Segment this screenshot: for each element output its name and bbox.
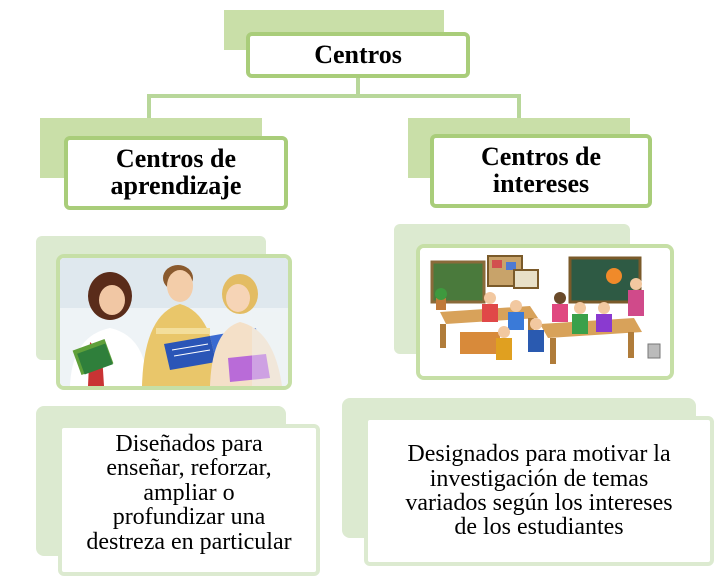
students-reading-photo-icon (60, 258, 288, 386)
connector-root-down (356, 78, 360, 96)
connector-left-down (147, 94, 151, 118)
right-description-text: Designados para motivar la investigación… (405, 441, 673, 541)
connector-horizontal (147, 94, 521, 98)
root-node: Centros (246, 32, 470, 78)
classroom-illustration-icon (420, 248, 670, 376)
left-description: Diseñados para enseñar, reforzar, amplia… (58, 424, 320, 576)
connector-right-down (517, 94, 521, 118)
students-reading-image (56, 254, 292, 390)
left-description-text: Diseñados para enseñar, reforzar, amplia… (86, 431, 292, 555)
root-node-label: Centros (314, 39, 402, 69)
right-branch-title-label: Centros de intereses (480, 142, 602, 198)
classroom-image (416, 244, 674, 380)
left-branch-title: Centros de aprendizaje (64, 136, 288, 210)
right-branch-title: Centros de intereses (430, 134, 652, 208)
left-branch-title-label: Centros de aprendizaje (110, 144, 242, 200)
right-description: Designados para motivar la investigación… (364, 416, 714, 566)
